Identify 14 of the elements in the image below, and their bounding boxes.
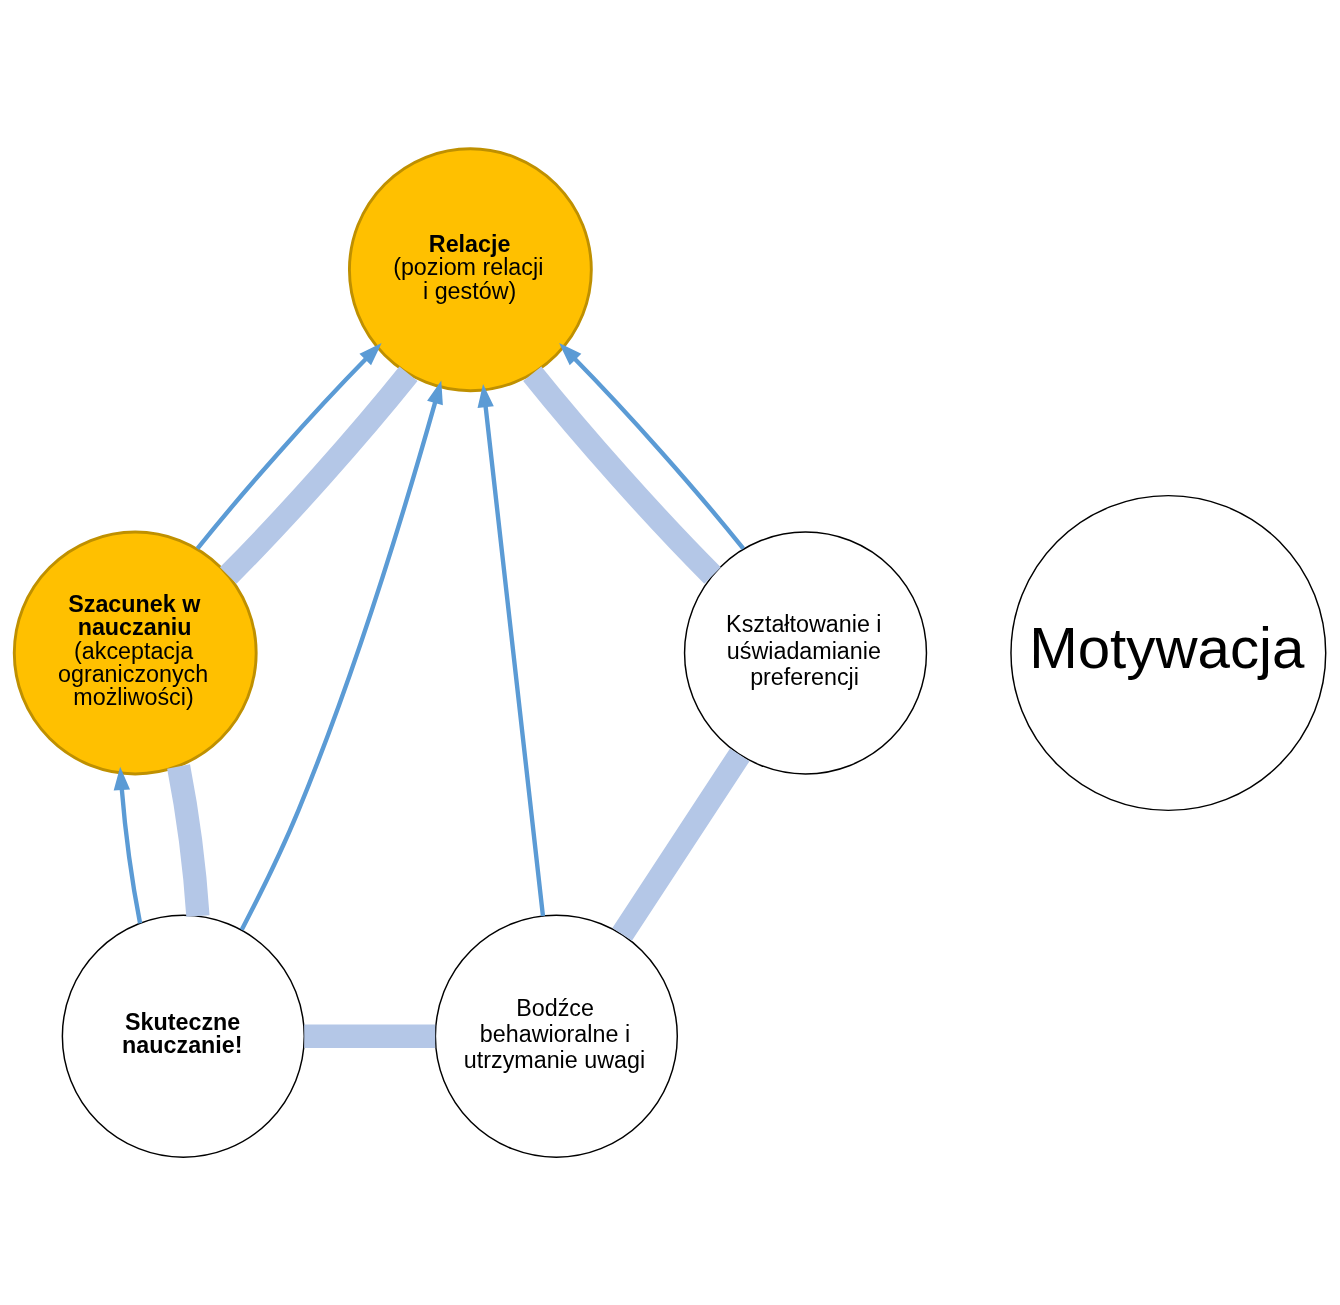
node-circle: Relacje (poziom relacji i gestów) <box>347 146 593 392</box>
connector <box>304 1024 436 1048</box>
connector <box>612 747 750 941</box>
node-circle: Motywacja <box>1010 494 1327 811</box>
arrow <box>113 766 143 924</box>
node-circle: Bodźce behawioralne i utrzymanie uwagi <box>434 914 678 1158</box>
arrow <box>239 379 443 931</box>
arrow <box>559 342 746 550</box>
node-circle: Skuteczne nauczanie! <box>61 914 305 1158</box>
node-circle: Szacunek w nauczaniu (akceptacja ograniczonych możliwości) <box>12 530 258 775</box>
arrow <box>195 342 382 550</box>
node-circle: Kształtowanie i uświadamianie preferencji <box>683 530 928 775</box>
connector <box>523 365 721 584</box>
arrow <box>477 383 546 916</box>
